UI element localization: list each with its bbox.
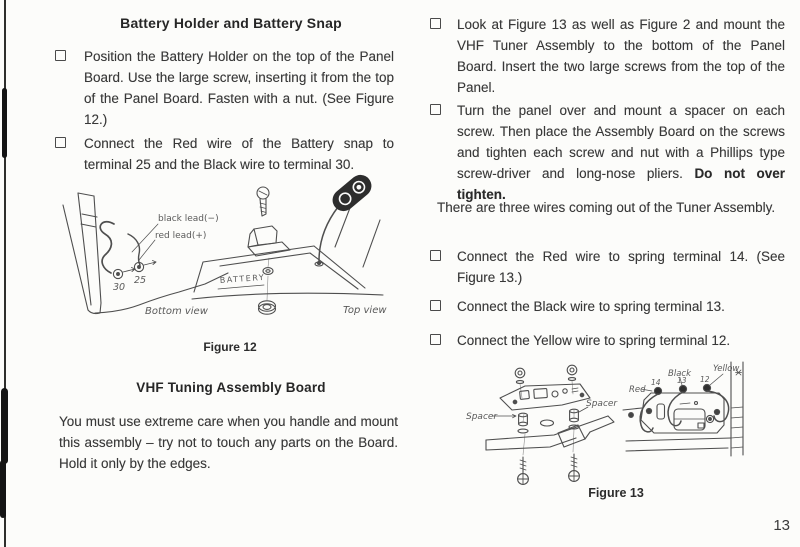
checkbox-icon <box>55 50 66 61</box>
checkbox-icon <box>430 18 441 29</box>
checklist-item-mount-spacers: Turn the panel over and mount a spacer o… <box>430 100 790 205</box>
terminal-30-label: 30 <box>113 282 125 293</box>
terminal-12-label: 12 <box>700 375 710 384</box>
binding-mark <box>1 388 8 464</box>
instruction-text: Position the Battery Holder on the top o… <box>84 49 394 127</box>
binding-mark <box>2 88 7 158</box>
terminal-25-label: 25 <box>134 275 146 286</box>
page-number: 13 <box>773 517 790 534</box>
checklist-item-connect-red-wire: Connect the Red wire to spring terminal … <box>430 246 790 288</box>
black-wire-label: Black <box>668 369 692 379</box>
red-lead-label: red lead(+) <box>155 231 206 241</box>
instruction-text: Connect the Red wire to spring terminal … <box>457 249 785 285</box>
three-wires-paragraph: There are three wires coming out of the … <box>437 200 776 215</box>
figure-13-caption: Figure 13 <box>588 486 644 500</box>
battery-snap-connector <box>332 174 372 212</box>
figure-13-illustration: Spacer Spacer <box>466 361 744 485</box>
exploded-view-drawing <box>485 364 615 485</box>
checkbox-icon <box>430 104 441 115</box>
checklist-item-mount-vhf-tuner: Look at Figure 13 as well as Figure 2 an… <box>430 14 790 98</box>
spacer-right-label: Spacer <box>586 399 618 409</box>
binding-mark <box>0 460 6 518</box>
top-view-label: Top view <box>343 305 387 316</box>
instruction-text: Connect the Yellow wire to spring termin… <box>457 333 731 348</box>
wiring-detail-drawing <box>622 361 744 457</box>
checklist-item-position-battery-holder: Position the Battery Holder on the top o… <box>55 46 395 130</box>
top-view-drawing <box>191 174 384 315</box>
checklist-item-connect-yellow-wire: Connect the Yellow wire to spring termin… <box>430 330 790 351</box>
checklist-item-connect-black-wire: Connect the Black wire to spring termina… <box>430 296 790 317</box>
terminal-13-label: 13 <box>677 376 687 385</box>
yellow-wire-label: Yellow <box>713 364 739 374</box>
battery-label: BATTERY <box>220 273 266 285</box>
checkbox-icon <box>55 137 66 148</box>
instruction-text-normal: Turn the panel over and mount a spacer o… <box>457 103 785 181</box>
checkbox-icon <box>430 300 441 311</box>
checkbox-icon <box>430 334 441 345</box>
checklist-item-connect-battery-wires: Connect the Red wire of the Battery snap… <box>55 133 395 175</box>
instruction-text: Connect the Red wire of the Battery snap… <box>84 136 394 172</box>
red-wire-label: Red <box>629 385 646 395</box>
terminal-14-label: 14 <box>651 378 661 387</box>
figure-12-caption: Figure 12 <box>203 340 257 354</box>
section-title-battery-holder: Battery Holder and Battery Snap <box>120 15 342 31</box>
figure-12-illustration: black lead(−) red lead(+) 30 25 Bottom v… <box>62 174 387 317</box>
instruction-text: Look at Figure 13 as well as Figure 2 an… <box>457 17 785 95</box>
bottom-view-drawing <box>62 192 229 315</box>
instruction-text: Turn the panel over and mount a spacer o… <box>457 100 785 205</box>
bottom-view-label: Bottom view <box>145 306 209 317</box>
black-lead-label: black lead(−) <box>158 214 219 224</box>
section-title-vhf-tuning-assembly: VHF Tuning Assembly Board <box>136 380 326 395</box>
vhf-care-paragraph: You must use extreme care when you handl… <box>59 414 398 471</box>
binding-edge-line <box>4 0 6 547</box>
spacer-left-label: Spacer <box>466 412 498 422</box>
instruction-text-bold: Do not over tighten. <box>457 166 785 202</box>
instruction-text: Connect the Black wire to spring termina… <box>457 299 725 314</box>
checkbox-icon <box>430 250 441 261</box>
